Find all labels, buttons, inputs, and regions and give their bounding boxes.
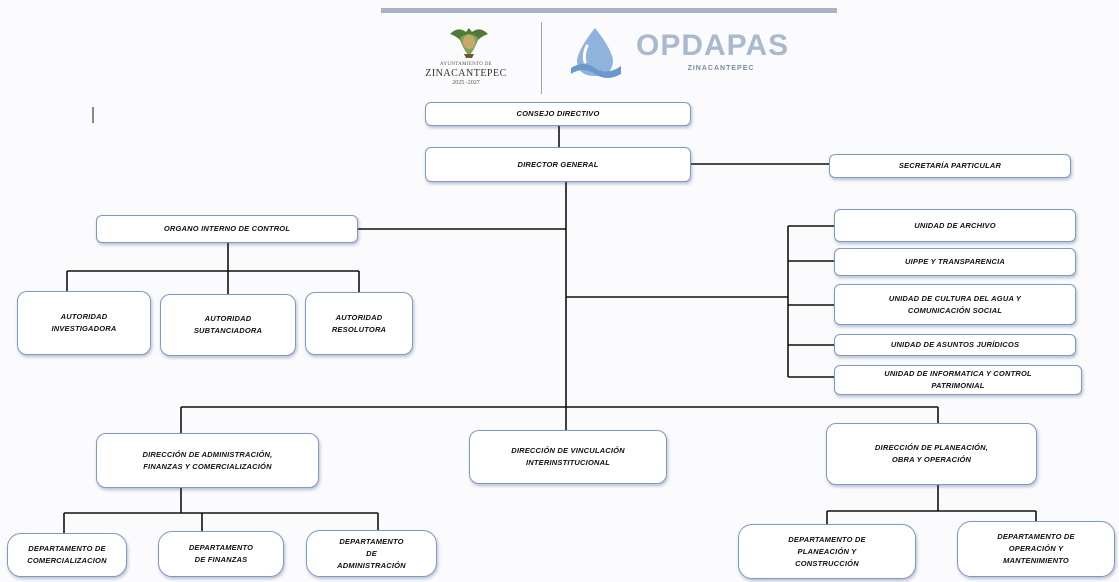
- node-unidad-archivo: UNIDAD DE ARCHIVO: [834, 209, 1076, 242]
- scan-mark: [92, 107, 94, 123]
- node-direccion-administracion: DIRECCIÓN DE ADMINISTRACIÓN, FINANZAS Y …: [96, 433, 319, 488]
- opdapas-subtitle: ZINACANTEPEC: [687, 65, 755, 72]
- node-autoridad-resolutora: AUTORIDAD RESOLUTORA: [305, 292, 413, 355]
- node-depto-comercializacion: DEPARTAMENTO DE COMERCIALIZACION: [7, 533, 127, 577]
- node-direccion-planeacion: DIRECCIÓN DE PLANEACIÓN, OBRA Y OPERACIÓ…: [826, 423, 1037, 485]
- node-unidad-cultura-agua: UNIDAD DE CULTURA DEL AGUA Y COMUNICACIÓ…: [834, 284, 1076, 325]
- water-drop-logo-icon: [571, 28, 621, 78]
- logo-line-1: AYUNTAMIENTO DE: [439, 62, 492, 67]
- municipal-emblem-icon: [450, 28, 488, 58]
- node-depto-finanzas: DEPARTAMENTO DE FINANZAS: [158, 531, 284, 577]
- node-depto-planeacion-construccion: DEPARTAMENTO DE PLANEACIÓN Y CONSTRUCCIÓ…: [738, 524, 916, 579]
- node-depto-operacion-mantenimiento: DEPARTAMENTO DE OPERACIÓN Y MANTENIMIENT…: [957, 521, 1115, 577]
- header-bar: [381, 8, 837, 13]
- municipality-logo: AYUNTAMIENTO DE ZINACANTEPEC 2025 -2027: [410, 22, 522, 88]
- node-depto-administracion: DEPARTAMENTO DE ADMINISTRACIÓN: [306, 530, 437, 577]
- node-secretaria-particular: SECRETARÍA PARTICULAR: [829, 154, 1071, 178]
- node-direccion-vinculacion: DIRECCIÓN DE VINCULACIÓN INTERINSTITUCIO…: [469, 430, 667, 484]
- logo-line-3: 2025 -2027: [452, 80, 480, 86]
- node-uippe-transparencia: UIPPE Y TRANSPARENCIA: [834, 248, 1076, 276]
- node-autoridad-subtanciadora: AUTORIDAD SUBTANCIADORA: [160, 294, 296, 356]
- opdapas-title: OPDAPAS: [636, 29, 790, 62]
- node-organo-interno-control: ORGANO INTERNO DE CONTROL: [96, 215, 358, 243]
- logo-divider: [541, 22, 542, 94]
- node-consejo-directivo: CONSEJO DIRECTIVO: [425, 102, 691, 126]
- logo-line-2: ZINACANTEPEC: [425, 68, 507, 79]
- node-unidad-asuntos-juridicos: UNIDAD DE ASUNTOS JURÍDICOS: [834, 334, 1076, 356]
- node-director-general: DIRECTOR GENERAL: [425, 147, 691, 182]
- node-autoridad-investigadora: AUTORIDAD INVESTIGADORA: [17, 291, 151, 355]
- node-unidad-informatica: UNIDAD DE INFORMATICA Y CONTROL PATRIMON…: [834, 365, 1082, 395]
